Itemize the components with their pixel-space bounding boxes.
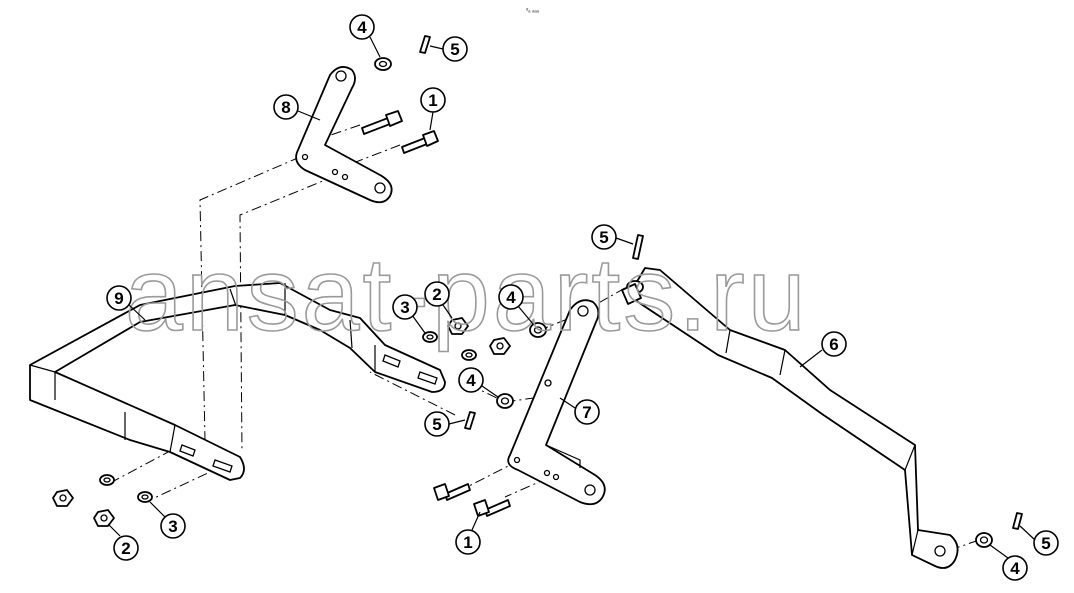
- callout-6: 6: [799, 331, 847, 368]
- washer-part-4-right: [975, 532, 993, 548]
- callout-5-low: 5: [424, 411, 466, 437]
- callout-3-low: 3: [149, 501, 186, 539]
- svg-text:4: 4: [466, 371, 476, 390]
- pin-part-5-mid: [464, 411, 476, 430]
- svg-text:5: 5: [450, 40, 459, 59]
- svg-text:1: 1: [463, 533, 472, 552]
- nut-part-2-low-b: [93, 509, 115, 527]
- washer-part-4-mid: [529, 322, 547, 338]
- svg-text:8: 8: [281, 98, 290, 117]
- nut-mid-b: [489, 337, 511, 355]
- bolt-part-1-low-b: [473, 499, 511, 517]
- svg-text:2: 2: [432, 285, 441, 304]
- callout-7: 7: [559, 397, 600, 425]
- bar-part-6: [621, 267, 959, 569]
- bolt-part-1-low-a: [433, 483, 471, 501]
- washer-low-a: [99, 474, 115, 486]
- callout-1-top: 1: [420, 87, 446, 131]
- callout-9: 9: [106, 285, 146, 321]
- callout-4-mid: 4: [498, 284, 534, 325]
- callout-5-right: 5: [1019, 525, 1059, 556]
- callout-2-low: 2: [107, 523, 139, 561]
- washer-part-4-low: [496, 393, 514, 409]
- bracket-part-7: [507, 299, 606, 506]
- svg-text:9: 9: [114, 289, 123, 308]
- svg-text:5: 5: [432, 415, 441, 434]
- washer-part-3-mid: [422, 331, 438, 343]
- svg-text:5: 5: [1041, 534, 1050, 553]
- svg-text:1: 1: [428, 91, 437, 110]
- svg-text:3: 3: [400, 298, 409, 317]
- bracket-part-8: [295, 66, 393, 204]
- bolt-part-1-top-a: [361, 110, 403, 135]
- watermark: ansat-parts.ru: [125, 237, 809, 353]
- svg-text:7: 7: [582, 403, 591, 422]
- svg-text:4: 4: [357, 18, 367, 37]
- svg-text:2: 2: [121, 539, 130, 558]
- pin-part-5-top: [419, 35, 431, 54]
- nut-part-2-mid: [447, 317, 469, 335]
- svg-text:4: 4: [1010, 559, 1020, 578]
- washer-part-3-low: [137, 491, 153, 503]
- callout-4-top: 4: [349, 14, 381, 58]
- callout-4-low: 4: [458, 367, 499, 398]
- washer-mid-b: [461, 349, 477, 361]
- svg-text:4: 4: [506, 288, 516, 307]
- corner-mark: ᵅₐ ₐₐₐ: [526, 8, 540, 14]
- callout-4-right: 4: [989, 544, 1028, 581]
- callout-5-top: 5: [429, 36, 468, 62]
- bar-part-9: [29, 282, 446, 481]
- callout-3-mid: 3: [392, 294, 426, 334]
- pin-part-5-right: [1012, 512, 1023, 530]
- svg-text:6: 6: [829, 335, 838, 354]
- pin-part-5-upper-right: [632, 234, 644, 260]
- callout-8: 8: [273, 94, 321, 121]
- callout-2-mid: 2: [424, 281, 453, 319]
- washer-part-4-top: [374, 57, 392, 71]
- svg-text:5: 5: [599, 228, 608, 247]
- svg-text:3: 3: [168, 517, 177, 536]
- callout-1-low: 1: [455, 511, 481, 555]
- callout-5-mid-upper: 5: [591, 224, 634, 250]
- bolt-part-1-top-b: [401, 130, 439, 154]
- nut-part-2-low-a: [52, 489, 74, 507]
